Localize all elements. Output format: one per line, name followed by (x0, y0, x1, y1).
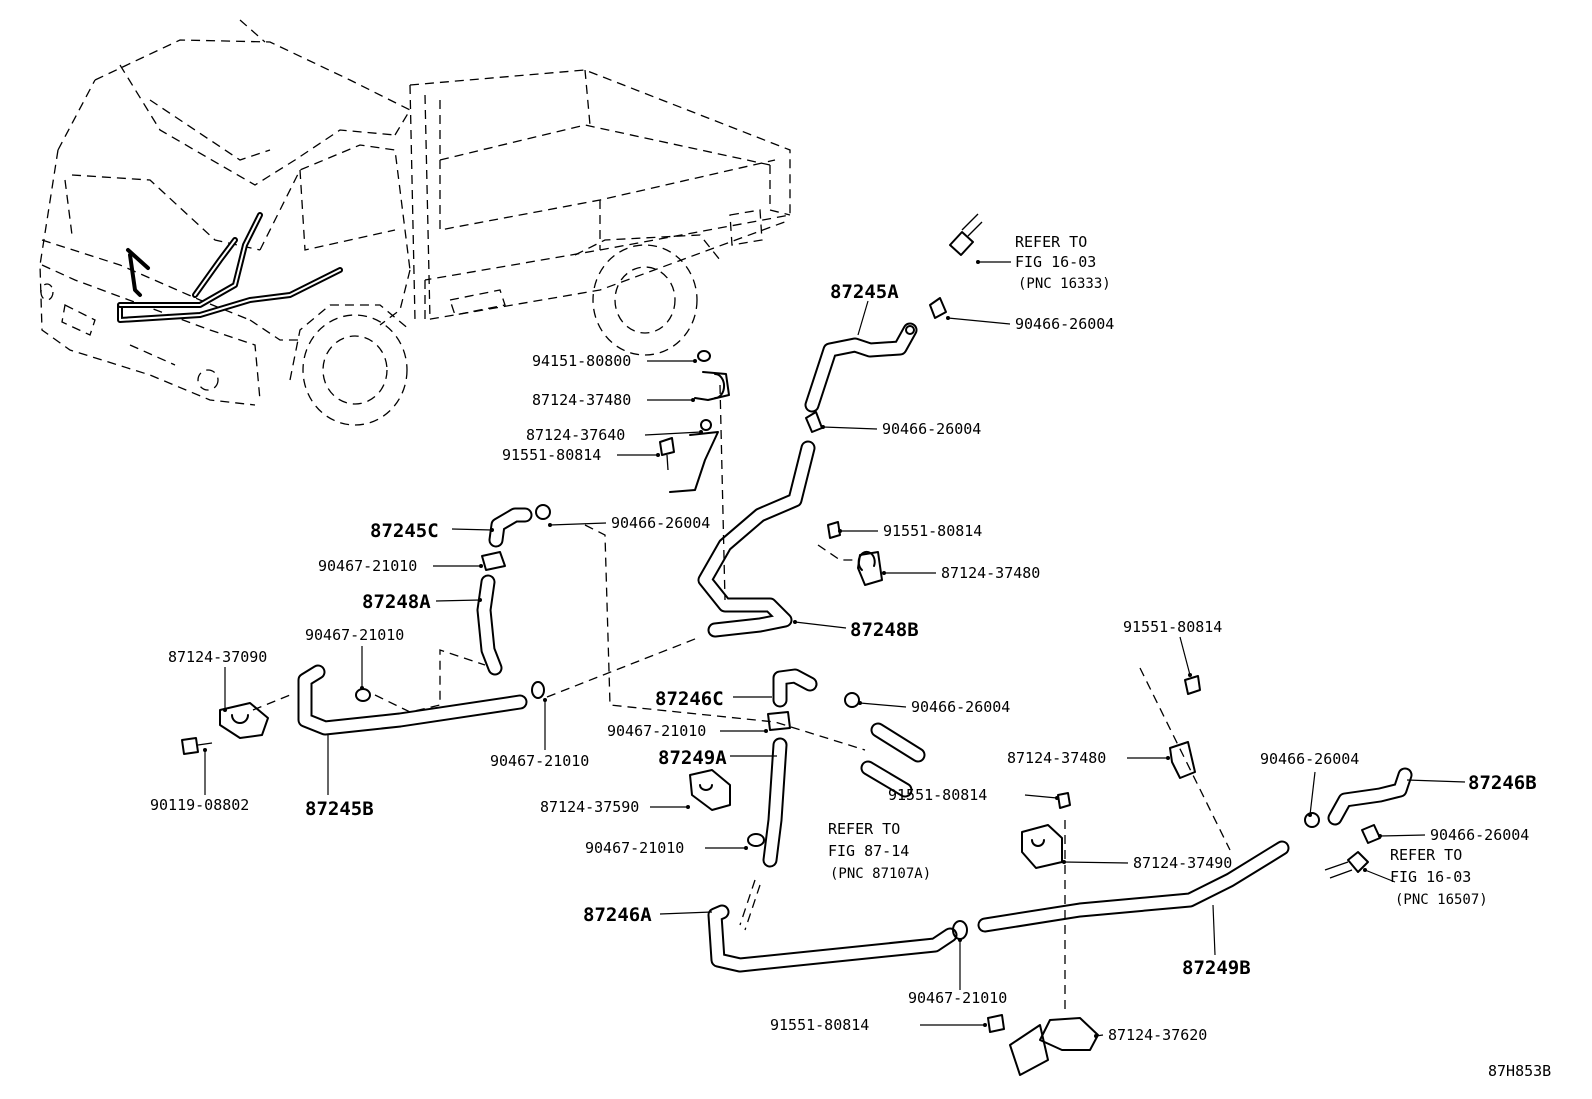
clamp-90467-mid[interactable] (767, 711, 791, 731)
bracket-87124-37480-right[interactable] (827, 521, 883, 586)
label-87246C[interactable]: 87246C (655, 688, 724, 710)
label-87245A[interactable]: 87245A (830, 281, 899, 303)
label-87249B[interactable]: 87249B (1182, 957, 1251, 979)
refer-note-2: REFER TO FIG 87-14 (PNC 87107A) (828, 820, 931, 882)
svg-text:(PNC 16333): (PNC 16333) (1018, 276, 1111, 292)
label-94151-80800[interactable]: 94151-80800 (532, 352, 631, 370)
label-91551-80814-a[interactable]: 91551-80814 (502, 446, 601, 464)
hose-87248B[interactable] (697, 440, 816, 638)
label-91551-80814-c[interactable]: 91551-80814 (1123, 618, 1222, 636)
label-91551-80814-d[interactable]: 91551-80814 (888, 786, 987, 804)
bracket-assembly-upper[interactable] (659, 350, 730, 493)
hose-87245A[interactable] (804, 322, 918, 413)
label-90467-21010-b[interactable]: 90467-21010 (305, 626, 404, 644)
label-87124-37620[interactable]: 87124-37620 (1108, 1026, 1207, 1044)
refer-note-3: REFER TO FIG 16-03 (PNC 16507) (1390, 846, 1488, 908)
label-87248B[interactable]: 87248B (850, 619, 919, 641)
truck-illustration (39, 19, 791, 426)
hose-87246B[interactable] (1304, 767, 1413, 844)
label-87124-37640[interactable]: 87124-37640 (526, 426, 625, 444)
label-90466-26004-a[interactable]: 90466-26004 (1015, 315, 1114, 333)
label-91551-80814-b[interactable]: 91551-80814 (883, 522, 982, 540)
bracket-87124-37090[interactable] (181, 702, 269, 755)
hose-87246C[interactable] (772, 668, 860, 708)
label-87124-37090[interactable]: 87124-37090 (168, 648, 267, 666)
label-87245B[interactable]: 87245B (305, 798, 374, 820)
label-87246A[interactable]: 87246A (583, 904, 652, 926)
assembly-dash-lines (252, 384, 1231, 1015)
svg-text:FIG 16-03: FIG 16-03 (1015, 253, 1096, 271)
bracket-87124-37480-lower[interactable] (1169, 675, 1201, 779)
label-90467-21010-f[interactable]: 90467-21010 (908, 989, 1007, 1007)
label-90467-21010-e[interactable]: 90467-21010 (585, 839, 684, 857)
label-90467-21010-a[interactable]: 90467-21010 (318, 557, 417, 575)
svg-text:FIG 16-03: FIG 16-03 (1390, 868, 1471, 886)
label-87246B[interactable]: 87246B (1468, 772, 1537, 794)
clamp-top[interactable] (929, 297, 947, 319)
label-90466-26004-e[interactable]: 90466-26004 (1260, 750, 1359, 768)
bracket-87124-37590[interactable] (689, 769, 731, 811)
hose-87245B[interactable] (297, 664, 545, 736)
label-90467-21010-c[interactable]: 90467-21010 (490, 752, 589, 770)
label-87124-37480-b[interactable]: 87124-37480 (941, 564, 1040, 582)
clamp-90467-upper[interactable] (481, 551, 506, 571)
svg-text:(PNC 87107A): (PNC 87107A) (830, 866, 931, 882)
pipe-stubs-center (860, 722, 926, 798)
label-87124-37480-c[interactable]: 87124-37480 (1007, 749, 1106, 767)
label-90467-21010-d[interactable]: 90467-21010 (607, 722, 706, 740)
connector-top (949, 213, 983, 256)
label-90466-26004-c[interactable]: 90466-26004 (611, 514, 710, 532)
hose-87249B[interactable] (977, 840, 1290, 933)
label-87124-37590[interactable]: 87124-37590 (540, 798, 639, 816)
label-87248A[interactable]: 87248A (362, 591, 431, 613)
label-90466-26004-b[interactable]: 90466-26004 (882, 420, 981, 438)
diagram-id: 87H853B (1488, 1062, 1551, 1080)
label-87249A[interactable]: 87249A (658, 747, 727, 769)
label-87124-37490[interactable]: 87124-37490 (1133, 854, 1232, 872)
svg-text:REFER TO: REFER TO (828, 820, 900, 838)
hose-87248A[interactable] (476, 574, 503, 676)
bracket-87124-37490[interactable] (1021, 792, 1071, 869)
hose-87245C[interactable] (488, 504, 551, 548)
pipe-87249A[interactable] (747, 737, 788, 868)
svg-text:FIG 87-14: FIG 87-14 (828, 842, 909, 860)
bracket-87124-37620[interactable] (987, 1014, 1099, 1076)
label-90119-08802[interactable]: 90119-08802 (150, 796, 249, 814)
refer-note-1: REFER TO FIG 16-03 (PNC 16333) (1015, 233, 1111, 292)
part-labels: 87245A 87245C 87248A 87248B 87245B 87246… (150, 281, 1537, 1044)
svg-text:REFER TO: REFER TO (1015, 233, 1087, 251)
clamp-90466-mid[interactable] (805, 411, 823, 433)
label-90466-26004-d[interactable]: 90466-26004 (911, 698, 1010, 716)
connector-lower (1324, 851, 1369, 879)
label-87245C[interactable]: 87245C (370, 520, 439, 542)
svg-text:(PNC 16507): (PNC 16507) (1395, 892, 1488, 908)
svg-text:REFER TO: REFER TO (1390, 846, 1462, 864)
callout-leaders (203, 260, 1466, 1038)
hose-87246A[interactable] (707, 904, 968, 973)
label-90466-26004-f[interactable]: 90466-26004 (1430, 826, 1529, 844)
label-87124-37480-a[interactable]: 87124-37480 (532, 391, 631, 409)
label-91551-80814-e[interactable]: 91551-80814 (770, 1016, 869, 1034)
